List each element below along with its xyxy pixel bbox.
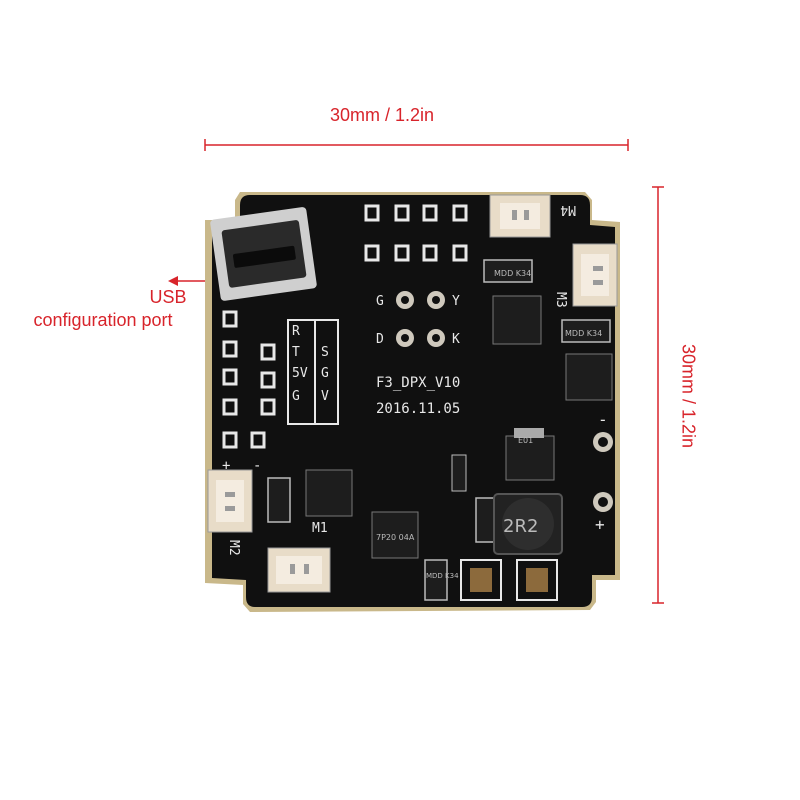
pad-label-5v: 5V [292, 366, 308, 381]
board-name-label: F3_DPX_V10 [376, 375, 460, 391]
board-date-label: 2016.11.05 [376, 401, 460, 417]
diode-marking-bottom: MDD K34 [426, 572, 459, 580]
inductor [493, 493, 563, 555]
uart-label-box [287, 319, 339, 425]
height-dimension-line [652, 186, 664, 604]
motor-connector-m4 [489, 194, 551, 238]
regulator-chip [505, 428, 555, 481]
mosfet-chips [305, 295, 613, 559]
pad-label-g: G [292, 389, 300, 404]
diode-marking-top: MDD K34 [494, 269, 531, 278]
pad-label-g2: G [321, 366, 329, 381]
pad-label-s: S [321, 345, 329, 360]
usb-callout-title: USB [149, 287, 187, 307]
width-dimension-label: 30mm / 1.2in [330, 105, 435, 125]
pad-label-t: T [292, 345, 300, 360]
micro-usb-connector [210, 207, 317, 301]
usb-callout-arrow [168, 276, 210, 286]
header-holes [396, 291, 445, 347]
motor-label-m3: M3 [553, 292, 568, 308]
header-label-d: D [376, 332, 384, 347]
motor-label-m2: M2 [226, 540, 241, 556]
header-label-y: Y [452, 294, 460, 309]
capacitors [451, 454, 558, 601]
motor-connector-m3 [572, 243, 618, 307]
motor-label-m1: M1 [312, 521, 328, 536]
m2-minus-label: - [253, 458, 261, 474]
power-plus-label: + [595, 515, 605, 534]
diodes [267, 259, 611, 601]
m2-plus-label: + [222, 458, 230, 474]
usb-callout-subtitle: configuration port [33, 310, 173, 330]
battery-pads [593, 432, 613, 512]
power-minus-label: - [598, 410, 608, 429]
pad-label-r: R [292, 324, 300, 339]
mosfet-marking: 7P20 04A [376, 533, 415, 542]
motor-label-m4: M4 [560, 202, 576, 217]
diode-marking-right: MDD K34 [565, 329, 602, 338]
left-pad-column [222, 310, 276, 449]
header-label-g: G [376, 294, 384, 309]
pad-label-v: V [321, 389, 329, 404]
motor-connector-m1 [267, 547, 331, 593]
motor-connector-m2 [207, 469, 253, 533]
header-label-k: K [452, 332, 460, 347]
width-dimension-line [204, 139, 629, 151]
inductor-marking: 2R2 [503, 516, 538, 537]
regulator-marking: E01 [518, 436, 533, 445]
top-pad-grid [364, 204, 468, 262]
